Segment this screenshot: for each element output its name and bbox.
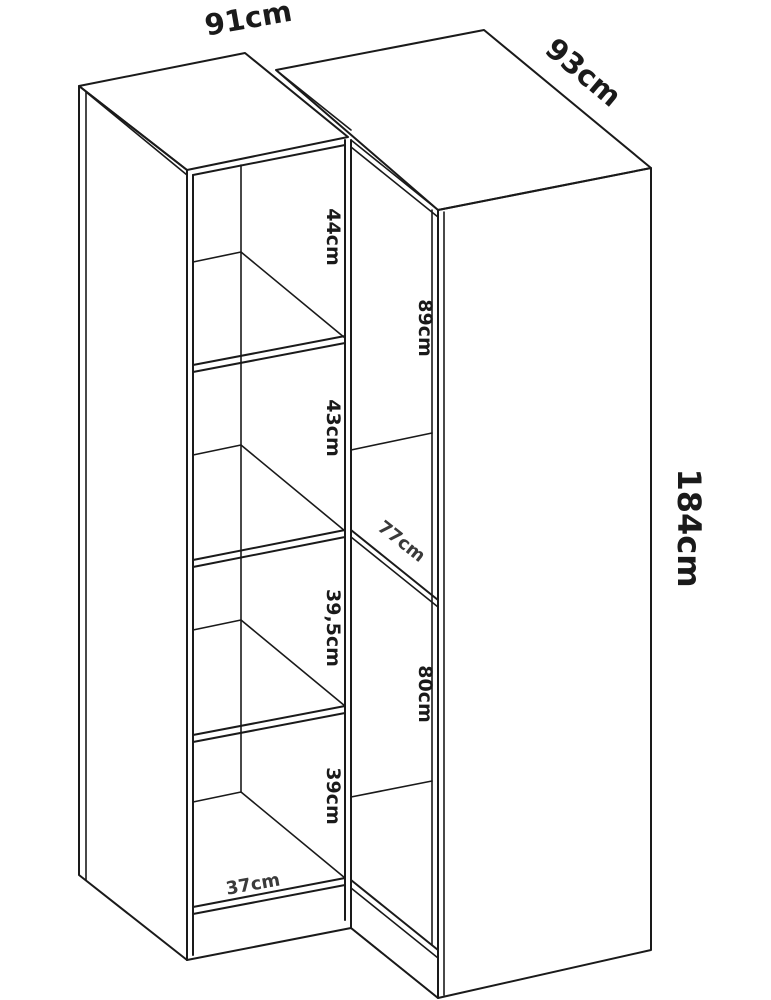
corner-base-front bbox=[350, 927, 439, 999]
shelf-4-height-label: 39cm bbox=[322, 767, 344, 825]
shelf-3-side-edge bbox=[240, 619, 346, 707]
shelf-3-front bbox=[192, 705, 346, 743]
bottom-side-edge bbox=[240, 791, 346, 879]
corner-upper-height-label: 89cm bbox=[414, 299, 436, 357]
left-outer-side-panel bbox=[78, 85, 188, 961]
shelf-3-back-edge bbox=[192, 619, 242, 631]
right-top-inner-edge bbox=[275, 69, 352, 131]
right-top-front-edge-inner bbox=[350, 146, 439, 218]
shelf-3-height-label: 39,5cm bbox=[322, 589, 344, 667]
shelf-2-height-label: 43cm bbox=[322, 399, 344, 457]
right-top-surface bbox=[275, 29, 652, 211]
left-shelf-unit bbox=[78, 52, 352, 961]
height-total-label: 184cm bbox=[670, 468, 708, 587]
width-right-label: 93cm bbox=[539, 31, 628, 113]
right-front-door bbox=[437, 167, 652, 999]
shelf-1-back-edge bbox=[192, 251, 242, 263]
left-top-front-rail bbox=[192, 144, 346, 176]
corner-lower-height-label: 80cm bbox=[414, 665, 436, 723]
shelf-1-side-edge bbox=[240, 251, 346, 339]
shelf-1-height-label: 44cm bbox=[322, 208, 344, 266]
plinth-bottom-edge bbox=[186, 927, 352, 961]
shelf-depth-label: 37cm bbox=[224, 870, 281, 900]
left-top-surface bbox=[78, 52, 349, 171]
shelf-1-front bbox=[192, 335, 346, 373]
right-top-front-edge bbox=[350, 139, 439, 211]
corner-shelf-1-diagonal-inner bbox=[350, 536, 439, 608]
bottom-back-edge bbox=[192, 791, 242, 803]
corner-diagonal-label: 77cm bbox=[373, 517, 429, 567]
corner-shelf-2-back bbox=[350, 780, 433, 798]
shelf-2-front bbox=[192, 529, 346, 568]
corner-base-inner bbox=[350, 887, 439, 959]
width-left-label: 91cm bbox=[202, 0, 294, 43]
shelf-2-back-edge bbox=[192, 444, 242, 456]
left-top-front-edge bbox=[85, 91, 188, 176]
corner-shelf-1-back bbox=[350, 432, 433, 451]
bottom-shelf-front bbox=[192, 877, 346, 915]
right-corner-unit bbox=[275, 29, 652, 999]
shelf-2-side-edge bbox=[240, 444, 346, 532]
corner-shelf-1-diagonal bbox=[350, 529, 439, 601]
